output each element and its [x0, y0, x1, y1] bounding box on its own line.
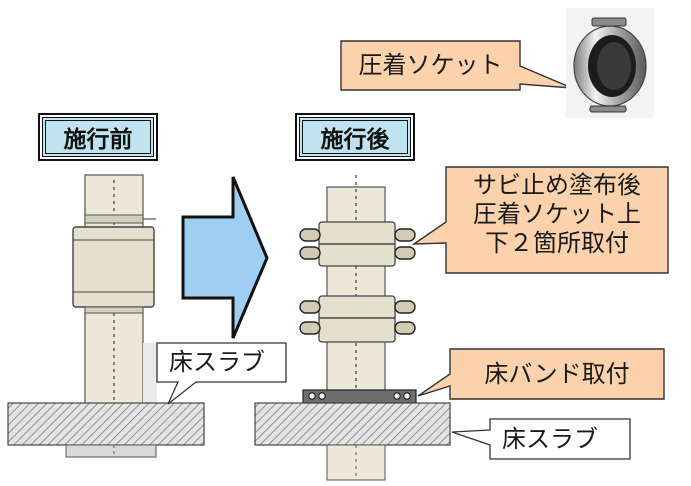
socket-note-callout-box	[411, 166, 669, 274]
after-slab-callout-box	[451, 418, 631, 460]
band-callout-box	[417, 348, 665, 400]
before-floor-slab	[7, 402, 205, 446]
before-tape-band	[84, 214, 144, 224]
socket-note-line-2: 圧着ソケット上	[473, 199, 641, 228]
socket-note: サビ止め塗布後 圧着ソケット上 下２箇所取付	[446, 167, 668, 273]
before-pipe-below	[65, 444, 157, 458]
after-lower-socket	[318, 295, 396, 343]
before-slab-callout-box	[156, 342, 287, 405]
after-title: 施行後	[295, 113, 415, 161]
after-diagram	[254, 166, 669, 481]
socket-label-callout-box	[340, 40, 573, 91]
socket-note-line-1: サビ止め塗布後	[473, 171, 641, 199]
before-slab-label: 床スラブ	[169, 348, 265, 377]
right-arrow-icon	[181, 176, 269, 339]
socket-note-line-3: 下２箇所取付	[485, 228, 629, 257]
socket-label: 圧着ソケット	[358, 51, 503, 80]
before-title: 施行前	[38, 113, 158, 161]
before-floor-gap	[143, 343, 157, 403]
before-diagram	[7, 174, 287, 458]
after-slab-label: 床スラブ	[502, 424, 598, 453]
socket-photo-icon	[566, 8, 654, 118]
before-coupling	[72, 226, 155, 308]
after-floor-slab	[254, 402, 451, 446]
band-label: 床バンド取付	[484, 359, 630, 388]
